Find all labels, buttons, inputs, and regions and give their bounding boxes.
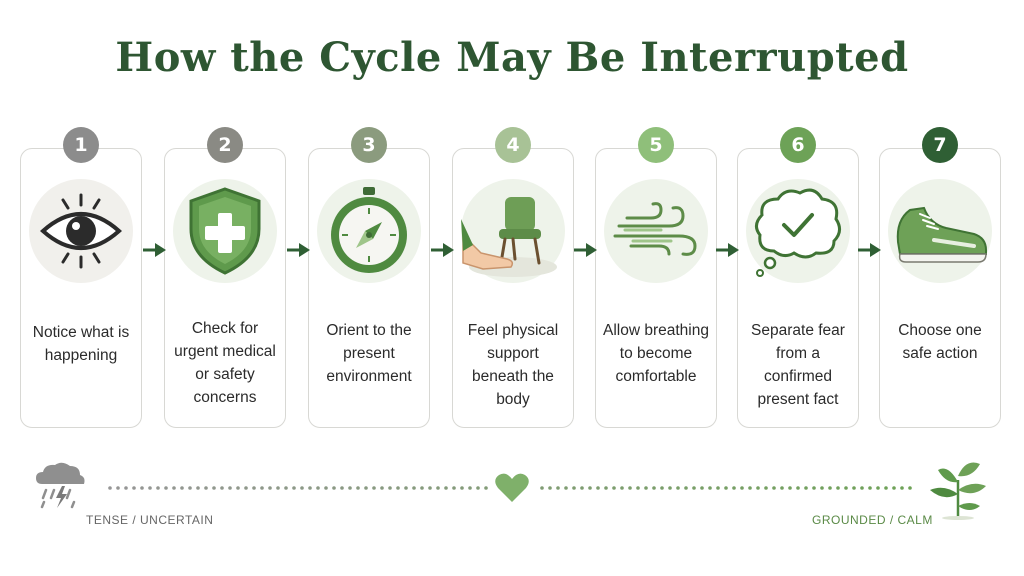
tension-to-calm-scale <box>36 462 986 520</box>
step-label-7: Choose one safe action <box>898 322 982 362</box>
step-card-2: Check for urgent medical or safety conce… <box>164 148 286 428</box>
step-label-3: Orient to the present environment <box>326 322 412 385</box>
thought-check-icon <box>746 179 850 283</box>
sneaker-icon <box>888 179 992 283</box>
compass-icon <box>317 179 421 283</box>
arrow-right-icon <box>574 243 597 257</box>
step-label-2: Check for urgent medical or safety conce… <box>174 320 276 406</box>
storm-cloud-icon <box>36 462 85 509</box>
step-card-4: Feel physical support beneath the body <box>452 148 574 428</box>
step-label-1: Notice what is happening <box>32 324 130 364</box>
arrow-right-icon <box>431 243 454 257</box>
step-badge-7: 7 <box>922 127 958 163</box>
shield-cross-icon <box>173 179 277 283</box>
step-badge-6: 6 <box>780 127 816 163</box>
step-badge-4: 4 <box>495 127 531 163</box>
eye-icon <box>29 179 133 283</box>
step-card-7: Choose one safe action <box>879 148 1001 428</box>
step-card-1: Notice what is happening <box>20 148 142 428</box>
heart-icon <box>495 473 529 502</box>
wind-icon <box>604 179 708 283</box>
chair-hand-icon <box>461 179 565 283</box>
scale-label-tense: TENSE / UNCERTAIN <box>86 513 214 527</box>
step-label-5: Allow breathing to become comfortable <box>603 322 709 385</box>
arrow-right-icon <box>716 243 739 257</box>
step-card-5: Allow breathing to become comfortable <box>595 148 717 428</box>
page-title: How the Cycle May Be Interrupted <box>115 34 909 81</box>
scale-dotted-line <box>108 486 912 490</box>
scale-label-calm: GROUNDED / CALM <box>812 513 933 527</box>
step-badge-2: 2 <box>207 127 243 163</box>
step-card-6: Separate fear from a confirmed present f… <box>737 148 859 428</box>
step-label-4: Feel physical support beneath the body <box>467 322 559 408</box>
sprout-icon <box>930 462 986 520</box>
arrow-right-icon <box>287 243 310 257</box>
arrow-right-icon <box>858 243 881 257</box>
step-badge-3: 3 <box>351 127 387 163</box>
arrow-right-icon <box>143 243 166 257</box>
step-badge-5: 5 <box>638 127 674 163</box>
step-label-6: Separate fear from a confirmed present f… <box>751 322 845 408</box>
step-badge-1: 1 <box>63 127 99 163</box>
step-card-3: Orient to the present environment <box>308 148 430 428</box>
